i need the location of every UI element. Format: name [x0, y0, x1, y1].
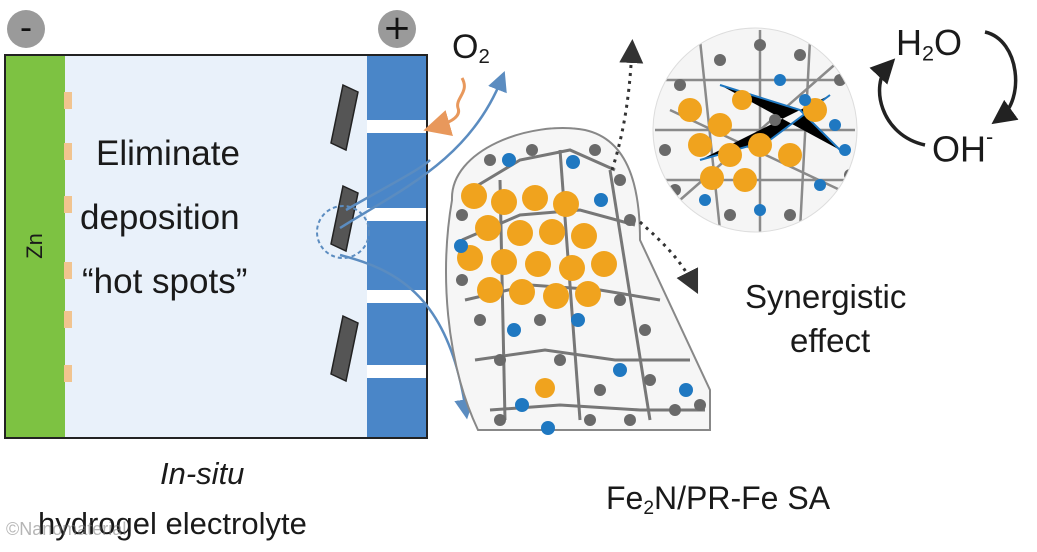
- catalyst-caption: Fe2N/PR-Fe SA: [606, 480, 830, 520]
- air-cathode: [367, 55, 427, 438]
- zinc-label: Zn: [22, 233, 47, 259]
- hydroxide-label: OH-: [932, 124, 993, 170]
- electrolyte-caption-line1: In-situ: [160, 456, 245, 491]
- cell-text-line2: deposition: [80, 198, 240, 237]
- zinc-surface-bumps: [64, 92, 72, 382]
- water-part-a: H: [896, 22, 922, 63]
- water-label: H2O: [896, 22, 962, 66]
- magnified-view: [653, 28, 857, 232]
- cell-frame: [4, 54, 428, 439]
- zoom-indicator-circle: [316, 205, 370, 259]
- dotted-arrows: [610, 39, 699, 295]
- catalyst-sheet-icon: [330, 83, 359, 383]
- catalyst-part-a: Fe: [606, 480, 644, 516]
- oxygen-base: O: [452, 28, 479, 66]
- watermark: ©Nanomaterial: [6, 519, 127, 539]
- catalyst-part-b: N/PR-Fe SA: [654, 480, 831, 516]
- reaction-cycle-icon: [869, 30, 1019, 147]
- water-subscript: 2: [922, 40, 935, 66]
- oxygen-arrow: [423, 77, 466, 137]
- hydroxide-base: OH: [932, 128, 986, 170]
- cell-text-line1: Eliminate: [96, 134, 240, 173]
- hydrogel-electrolyte-region: [64, 55, 367, 438]
- hydroxide-superscript: -: [986, 124, 994, 149]
- terminal-minus-icon: -: [7, 10, 45, 48]
- oxygen-label: O2: [452, 28, 490, 69]
- oxygen-subscript: 2: [478, 46, 490, 69]
- electrolyte-caption-line2: hydrogel electrolyte: [38, 506, 307, 541]
- water-part-b: O: [934, 22, 963, 63]
- synergy-line2: effect: [790, 322, 871, 359]
- catalyst-subscript: 2: [643, 497, 655, 519]
- zinc-anode: [5, 55, 65, 438]
- terminal-plus-icon: +: [378, 10, 416, 48]
- carbon-nanotube-icon: [445, 127, 711, 435]
- cell-text-line3: “hot spots”: [82, 262, 248, 301]
- synergy-line1: Synergistic: [745, 278, 907, 315]
